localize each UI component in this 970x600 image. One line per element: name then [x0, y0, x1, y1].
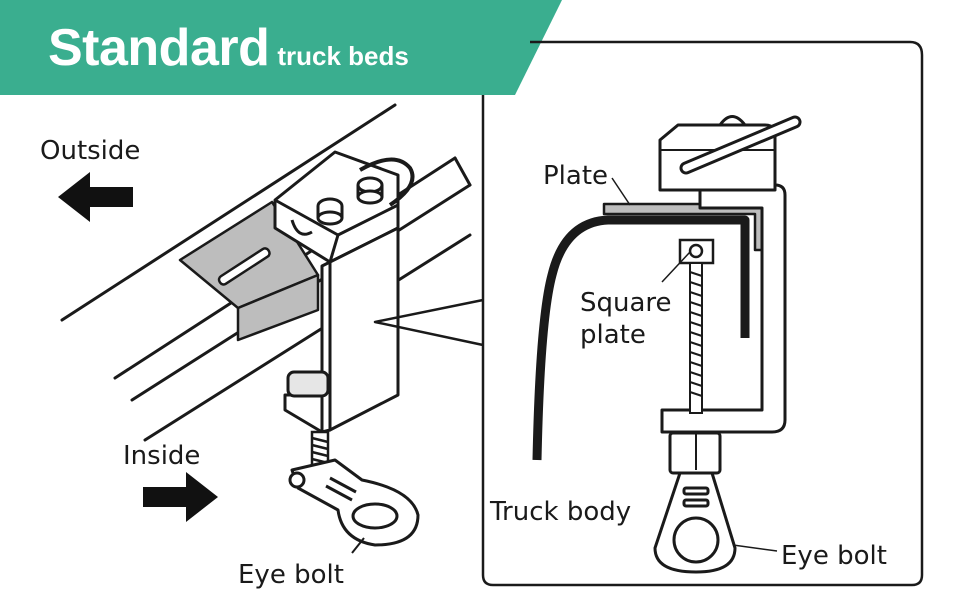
- label-eye-bolt-right: Eye bolt: [781, 541, 887, 571]
- detail-callout-frame: [373, 40, 924, 587]
- truck-body-wall: [532, 215, 750, 461]
- label-plate: Plate: [543, 161, 609, 191]
- label-square-plate-line1: Square: [580, 288, 672, 318]
- arrow-right-icon: [143, 472, 218, 522]
- arrow-left-icon: [58, 172, 133, 222]
- detail-threaded-rod: [689, 262, 703, 414]
- left-clamp: [273, 150, 415, 434]
- leader-lines: [611, 177, 778, 552]
- label-truck-body: Truck body: [490, 497, 632, 527]
- label-square-plate-line2: plate: [580, 320, 646, 350]
- title-main: Standard: [48, 19, 270, 77]
- detail-eye-bolt: [653, 431, 737, 574]
- left-eye-bolt: [288, 458, 420, 554]
- label-outside: Outside: [40, 136, 141, 166]
- detail-clamp: [658, 115, 802, 434]
- title-sub: truck beds: [277, 41, 409, 71]
- title-banner: [0, 0, 562, 95]
- label-inside: Inside: [123, 441, 201, 471]
- detail-square-plate: [678, 238, 715, 265]
- label-eye-bolt-left: Eye bolt: [238, 560, 344, 590]
